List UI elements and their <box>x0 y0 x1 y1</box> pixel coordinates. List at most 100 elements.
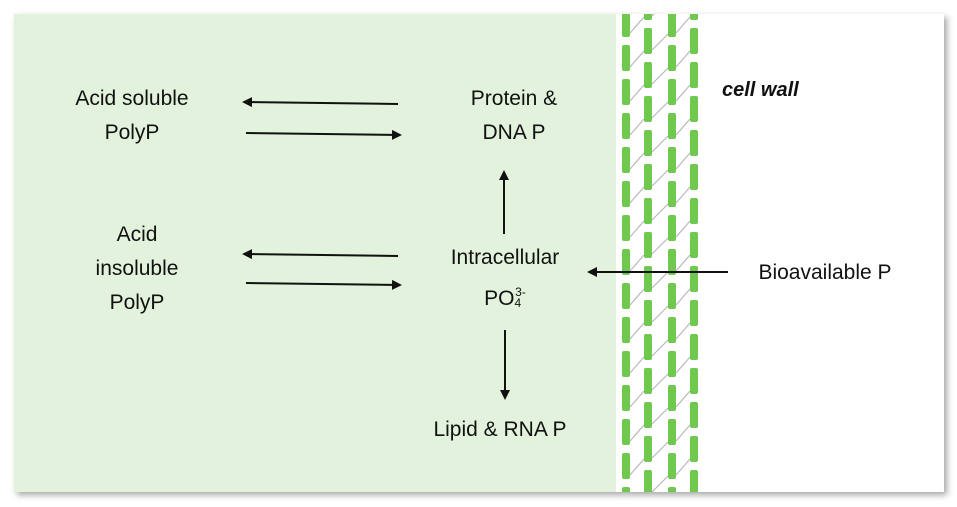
cell-wall-segment <box>644 96 652 122</box>
arrow-soluble-to-protein <box>245 129 402 140</box>
cell-wall-segment <box>644 300 652 326</box>
cell-wall-segment <box>690 232 698 258</box>
cell-wall-link <box>629 152 645 170</box>
cell-wall-link <box>651 203 669 221</box>
cell-wall-segment <box>668 283 676 309</box>
cell-wall-segment <box>622 317 630 343</box>
cell-wall-segment <box>690 300 698 326</box>
cell-wall-segment <box>644 436 652 462</box>
cell-wall-link <box>675 356 691 374</box>
cell-wall-segment <box>644 164 652 190</box>
cell-wall-link <box>675 458 691 476</box>
cell-wall-link <box>675 118 691 136</box>
cell-wall-segment <box>690 368 698 394</box>
cell-wall-segment <box>668 79 676 105</box>
cell-wall-segment <box>622 283 630 309</box>
cell-wall-segment <box>668 249 676 275</box>
cell-wall-link <box>629 84 645 102</box>
cell-wall-segment <box>690 198 698 224</box>
cell-wall-segment <box>644 334 652 360</box>
cell-wall-segment <box>668 453 676 479</box>
cell-wall-link <box>651 305 669 323</box>
cell-wall-link <box>651 33 669 51</box>
cell-wall-segment <box>644 368 652 394</box>
cell-wall-segment <box>668 215 676 241</box>
cell-wall-segment <box>690 470 698 492</box>
cell-wall-segment <box>622 147 630 173</box>
cell-wall-link <box>629 118 645 136</box>
cell-wall-link <box>675 50 691 68</box>
intracellular-po4-label: Intracellular PO43- <box>450 246 560 310</box>
cell-wall-segment <box>690 436 698 462</box>
cell-wall-link <box>675 84 691 102</box>
cell-wall-segment <box>644 198 652 224</box>
cell-wall-segment <box>690 96 698 122</box>
cell-wall-link <box>629 390 645 408</box>
cell-wall-segment <box>668 317 676 343</box>
cell-wall-link <box>629 50 645 68</box>
cell-wall-segment <box>644 402 652 428</box>
cell-wall-link <box>651 169 669 187</box>
cell-wall-link <box>629 458 645 476</box>
arrow-protein-to-soluble <box>242 97 399 108</box>
cell-wall-link <box>629 288 645 306</box>
cell-wall-segment <box>644 62 652 88</box>
cell-wall-segment <box>668 181 676 207</box>
cell-wall-link <box>675 186 691 204</box>
acid-soluble-polyp-label: Acid soluble PolyP <box>75 87 189 144</box>
cell-wall-segment <box>668 14 676 37</box>
protein-dna-p-label: Protein & DNA P <box>470 87 558 144</box>
cell-wall-link <box>675 220 691 238</box>
cell-wall-segment <box>644 232 652 258</box>
cell-wall-segment <box>690 164 698 190</box>
cell-wall-segment <box>622 113 630 139</box>
cell-wall-segment <box>622 385 630 411</box>
cell-wall-link <box>675 288 691 306</box>
cell-wall-segment <box>622 45 630 71</box>
cell-wall-segment <box>668 45 676 71</box>
cell-wall-link <box>629 16 645 34</box>
cell-wall-segment <box>690 14 698 20</box>
cell-wall-segment <box>668 351 676 377</box>
cell-wall-segment <box>644 28 652 54</box>
cell-wall-segment <box>622 79 630 105</box>
cell-wall-segment <box>644 14 652 20</box>
cell-wall-segment <box>690 28 698 54</box>
cell-wall-segment <box>668 113 676 139</box>
cell-wall-link <box>651 339 669 357</box>
cell-wall-link <box>651 237 669 255</box>
cell-wall-segment <box>690 402 698 428</box>
arrow-insoluble-to-intracellular <box>245 279 402 290</box>
cell-wall-segment <box>690 62 698 88</box>
cell-wall-link <box>651 101 669 119</box>
cell-wall-link <box>675 152 691 170</box>
cell-wall-segment <box>622 249 630 275</box>
cell-wall-segment <box>690 130 698 156</box>
cell-wall-segment <box>622 351 630 377</box>
cell-wall-link <box>629 322 645 340</box>
cell-wall-segment <box>644 130 652 156</box>
cell-wall-segment <box>690 334 698 360</box>
cell-wall-link <box>651 407 669 425</box>
cell-wall-segment <box>668 147 676 173</box>
cell-wall-link <box>675 424 691 442</box>
bioavailable-p-label: Bioavailable P <box>758 261 892 284</box>
cell-wall-segment <box>622 181 630 207</box>
cell-wall-link <box>651 271 669 289</box>
cell-wall-segment <box>622 453 630 479</box>
cell-wall-link <box>651 373 669 391</box>
cell-wall-segment <box>668 385 676 411</box>
cell-wall-link <box>651 441 669 459</box>
cytoplasm-region <box>14 14 622 492</box>
cell-wall-link <box>651 67 669 85</box>
cell-wall-link <box>629 186 645 204</box>
cell-wall-link <box>651 475 669 492</box>
cell-wall-link <box>675 322 691 340</box>
cell-wall-link <box>629 356 645 374</box>
arrow-intracellular-to-insoluble <box>242 249 399 260</box>
acid-insoluble-polyp-label: Acid insoluble PolyP <box>95 223 179 314</box>
cell-wall-segment <box>622 215 630 241</box>
cell-wall-segment <box>622 487 630 492</box>
